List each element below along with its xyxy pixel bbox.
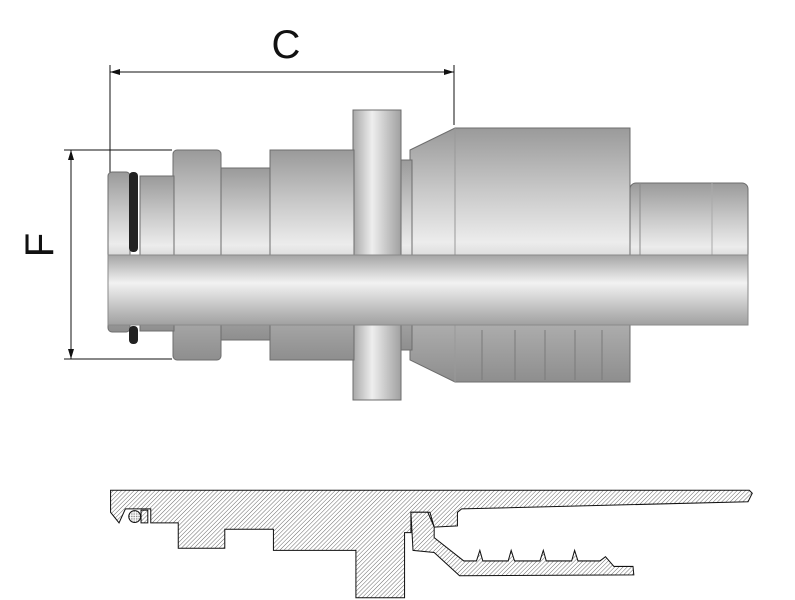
dimension-c: C <box>109 23 455 175</box>
inner-tube <box>107 254 749 326</box>
dimension-f: F <box>18 149 172 360</box>
o-ring-bottom <box>129 326 138 344</box>
section-body <box>110 489 753 599</box>
backup-ring-section <box>140 509 149 524</box>
o-ring-top <box>129 172 138 252</box>
section-collar <box>410 511 635 577</box>
cross-section <box>110 489 753 599</box>
o-ring-section <box>128 510 142 523</box>
ferrule-ribs <box>481 330 603 380</box>
dimension-c-label: C <box>272 23 301 67</box>
fitting-render <box>107 109 749 401</box>
dimension-f-label: F <box>18 233 62 257</box>
